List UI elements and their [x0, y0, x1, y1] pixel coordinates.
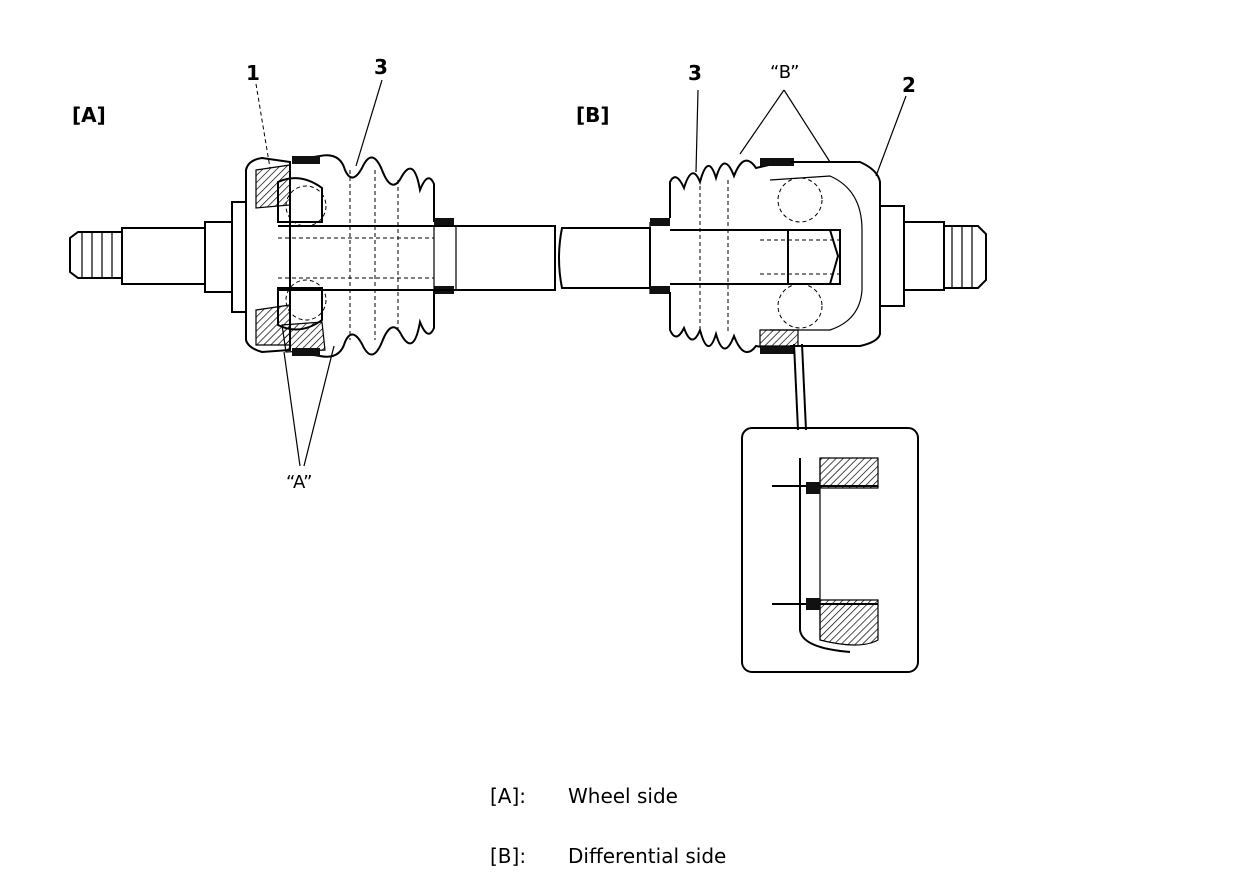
- view-b-label: [B]: [576, 103, 610, 127]
- legend-key: [B]:: [490, 844, 527, 868]
- view-a-label: [A]: [72, 103, 106, 127]
- differential-side-assembly: [558, 158, 987, 354]
- leader-lines: [255, 79, 907, 467]
- detail-inset: [741, 343, 919, 673]
- callout-a-label: “A”: [286, 472, 312, 493]
- part-3-right-label: 3: [688, 61, 702, 85]
- part-3-left-label: 3: [374, 55, 388, 79]
- legend-value: Differential side: [568, 844, 727, 868]
- wheel-side-assembly: [69, 154, 556, 358]
- legend-row-b: [B]: Differential side: [490, 844, 726, 868]
- part-2-label: 2: [902, 73, 916, 97]
- legend-key: [A]:: [490, 784, 527, 808]
- callout-b-label: “B”: [770, 62, 799, 83]
- legend-row-a: [A]: Wheel side: [490, 784, 678, 808]
- legend-value: Wheel side: [568, 784, 678, 808]
- part-1-label: 1: [246, 61, 260, 85]
